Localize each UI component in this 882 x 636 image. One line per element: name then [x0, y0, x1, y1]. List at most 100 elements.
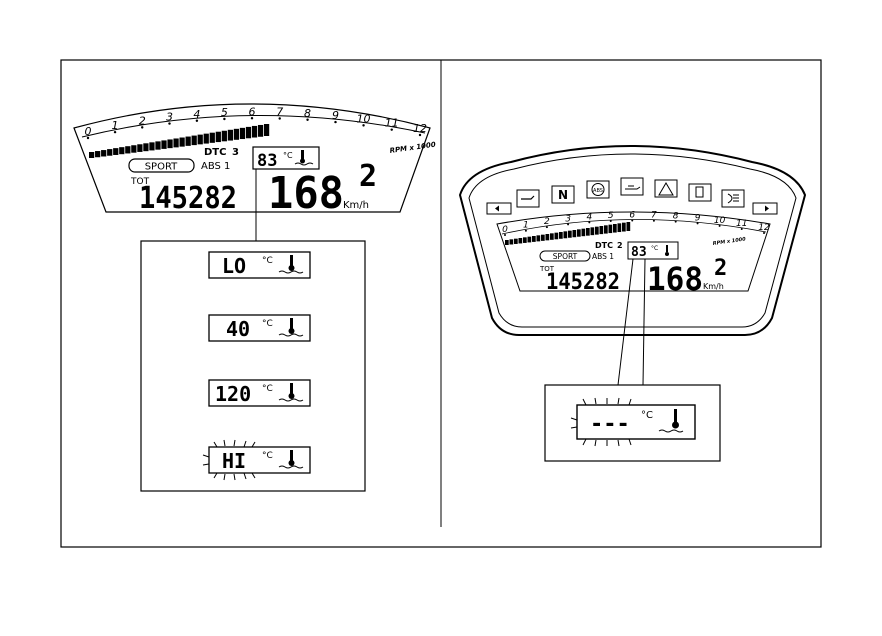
temp-state-unit: °C: [262, 319, 273, 329]
left-rpm-bar-segment: [204, 134, 209, 144]
left-rpm-bar-segment: [89, 152, 94, 158]
left-rpm-tick-mark: [306, 119, 308, 121]
right-rpm-bar-segment: [582, 229, 586, 237]
right-rpm-tick-4: 4: [586, 212, 592, 222]
right-rpm-bar-segment: [528, 237, 532, 243]
left-rpm-tick-3: 3: [166, 111, 173, 124]
neutral-label: N: [558, 188, 568, 202]
right-rpm-bar-segment: [622, 223, 626, 232]
left-rpm-bar-segment: [264, 124, 269, 136]
left-rpm-tick-7: 7: [276, 106, 283, 119]
temp-state-hi: HI °C: [203, 440, 310, 480]
left-rpm-bar-segment: [180, 138, 185, 147]
left-rpm-tick-mark: [223, 118, 225, 120]
left-rpm-tick-8: 8: [304, 107, 311, 120]
right-rpm-bar-segment: [532, 236, 536, 242]
left-odometer: 145282: [139, 181, 237, 216]
left-rpm-bar-segment: [252, 126, 257, 138]
left-mode-label: SPORT: [145, 162, 178, 173]
right-rpm-bar-segment: [510, 239, 514, 244]
right-rpm-bar-segment: [600, 226, 604, 234]
left-temp-unit: °C: [283, 151, 293, 160]
left-rpm-tick-mark: [141, 126, 143, 128]
right-mode-label: SPORT: [553, 252, 578, 261]
left-rpm-bar-segment: [95, 151, 100, 157]
temp-state-lo: LO °C: [209, 252, 310, 278]
left-rpm-bar-segment: [161, 140, 166, 148]
left-rpm-tick-10: 10: [357, 112, 371, 125]
right-rpm-tick-mark: [504, 234, 506, 236]
left-rpm-bar-segment: [222, 131, 227, 142]
left-rpm-tick-9: 9: [332, 109, 339, 122]
left-rpm-bar-segment: [155, 141, 160, 149]
left-rpm-bar-segment: [246, 127, 251, 138]
right-rpm-tick-10: 10: [714, 216, 726, 226]
right-dtc-label: DTC: [595, 241, 613, 250]
right-rpm-bar-segment: [541, 235, 545, 241]
left-rpm-tick-mark: [114, 131, 116, 133]
left-rpm-tick-mark: [334, 121, 336, 123]
left-rpm-bar-segment: [137, 144, 142, 152]
right-odometer: 145282: [546, 270, 620, 295]
right-rpm-tick-mark: [631, 220, 633, 222]
left-rpm-tick-0: 0: [85, 125, 92, 138]
temp-zoom-unit: °C: [641, 410, 653, 421]
right-gear: 2: [714, 256, 727, 281]
right-rpm-bar-segment: [609, 225, 613, 233]
abs-icon-label: ABS: [593, 188, 603, 194]
right-rpm-bar-segment: [550, 233, 554, 239]
temp-state-value: 40: [226, 317, 250, 341]
right-rpm-tick-mark: [653, 220, 655, 222]
temp-state-unit: °C: [262, 451, 273, 461]
left-rpm-bar-segment: [167, 139, 172, 148]
right-rpm-tick-mark: [588, 221, 590, 223]
temp-state-120: 120 °C: [209, 380, 310, 406]
right-rpm-tick-mark: [610, 220, 612, 222]
right-rpm-bar-segment: [604, 225, 608, 233]
left-rpm-bar-segment: [131, 145, 136, 152]
right-rpm-bar-segment: [595, 227, 599, 235]
right-speed: 168: [647, 260, 703, 298]
left-rpm-bar-segment: [113, 148, 118, 155]
temp-state-value: 120: [215, 382, 251, 406]
right-rpm-tick-mark: [675, 221, 677, 223]
right-rpm-tick-8: 8: [673, 212, 679, 222]
right-rpm-tick-mark: [719, 225, 721, 227]
right-rpm-bar-segment: [613, 224, 617, 233]
left-rpm-bar-segment: [143, 143, 148, 151]
left-rpm-bar-segment: [240, 128, 245, 139]
right-rpm-tick-mark: [741, 228, 743, 230]
right-rpm-tick-3: 3: [565, 214, 571, 224]
right-rpm-tick-mark: [525, 230, 527, 232]
right-dtc-value: 2: [617, 241, 623, 250]
right-rpm-bar-segment: [505, 240, 509, 245]
temp-state-box: [209, 315, 310, 341]
right-rpm-tick-mark: [567, 223, 569, 225]
temp-state-value: HI: [222, 449, 246, 473]
left-rpm-tick-mark: [168, 122, 170, 124]
right-rpm-tick-0: 0: [502, 225, 508, 235]
left-gear: 2: [359, 159, 377, 194]
right-rpm-bar-segment: [523, 237, 527, 243]
left-rpm-bar-segment: [186, 137, 191, 146]
left-rpm-bar-segment: [198, 135, 203, 145]
left-rpm-bar-segment: [258, 125, 263, 137]
temp-state-value: LO: [222, 254, 246, 278]
right-abs-label: ABS 1: [592, 252, 614, 261]
left-rpm-bar-segment: [119, 147, 124, 154]
right-rpm-tick-mark: [697, 222, 699, 224]
left-rpm-tick-2: 2: [139, 114, 146, 127]
left-rpm-bar-segment: [234, 129, 239, 140]
right-temp-unit: °C: [651, 245, 658, 252]
temp-state-40: 40 °C: [209, 315, 310, 341]
right-rpm-bar-segment: [519, 238, 523, 243]
right-speed-unit: Km/h: [703, 282, 724, 291]
left-rpm-tick-mark: [251, 117, 253, 119]
right-rpm-tick-7: 7: [651, 211, 657, 221]
left-display-outline: [74, 104, 430, 212]
left-rpm-tick-1: 1: [112, 119, 119, 132]
left-rpm-tick-6: 6: [249, 105, 256, 118]
left-rpm-tick-mark: [391, 128, 393, 130]
left-dtc-value: 3: [232, 147, 239, 158]
